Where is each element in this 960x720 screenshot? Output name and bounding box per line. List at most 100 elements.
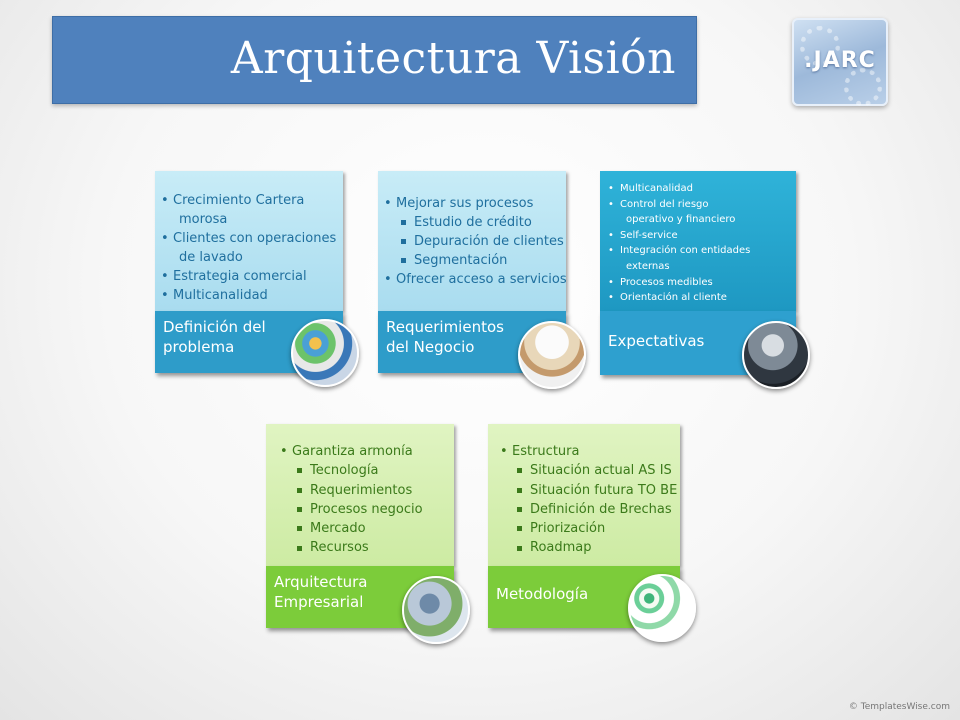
list-item-text: Requerimientos	[310, 482, 413, 498]
puzzle-image	[291, 319, 359, 387]
card-expectativas: • Multicanalidad • Control del riesgo operat…	[600, 171, 810, 389]
card-header-line: del Negocio	[386, 338, 475, 356]
list-item: externas	[608, 259, 750, 275]
bullet-icon: •	[161, 288, 169, 303]
list-item: de lavado	[161, 248, 336, 267]
list-item-text: Estudio de crédito	[414, 215, 532, 230]
bullet-icon: •	[280, 444, 288, 459]
card-header-line: problema	[163, 338, 235, 356]
bullet-icon: •	[608, 198, 614, 210]
list-item: Tecnología	[280, 461, 423, 480]
list-item: morosa	[161, 210, 336, 229]
gear-icon	[800, 26, 840, 66]
list-item: • Control del riesgo	[608, 197, 750, 213]
card-header-line: Definición del	[163, 318, 266, 336]
list-item-text: Estrategia comercial	[173, 269, 307, 284]
list-item-text: Mejorar sus procesos	[396, 196, 534, 211]
bullet-icon: •	[384, 272, 392, 287]
list-item-text: Integración con entidades	[620, 245, 751, 257]
list-item: • Self-service	[608, 228, 750, 244]
list-item: Segmentación	[384, 251, 567, 270]
title-bar: Arquitectura Visión	[52, 16, 697, 104]
list-item-text: Tecnología	[310, 463, 379, 479]
list-item-text: Recursos	[310, 540, 369, 556]
architecture-image	[402, 576, 470, 644]
card-header-line: Arquitectura	[274, 573, 368, 591]
list-item: Requerimientos	[280, 481, 423, 500]
card-content: • Multicanalidad • Control del riesgo operat…	[600, 171, 796, 311]
list-item-text: de lavado	[179, 250, 243, 265]
gear-icon	[844, 68, 882, 106]
logo-text: .JARC	[804, 48, 876, 73]
square-bullet-icon	[297, 526, 302, 532]
list-item-text: Multicanalidad	[620, 183, 693, 194]
list-item: Priorización	[500, 519, 677, 538]
contemplation-image	[742, 321, 810, 389]
list-item: Depuración de clientes	[384, 232, 567, 251]
list-item: Situación futura TO BE	[500, 481, 677, 500]
list-item-text: Orientación al cliente	[620, 292, 727, 304]
list-item-text: Situación actual AS IS	[530, 463, 672, 479]
list-item-text: Estructura	[512, 444, 580, 459]
jarc-logo: .JARC	[792, 18, 888, 106]
list-item-text: Roadmap	[530, 540, 592, 556]
list-item: Situación actual AS IS	[500, 461, 677, 480]
list-item: • Ofrecer acceso a servicios	[384, 270, 567, 289]
list-item: Definición de Brechas	[500, 500, 677, 519]
bullet-icon: •	[608, 292, 614, 304]
list-item-text: Multicanalidad	[173, 288, 268, 303]
raised-hands-image	[518, 321, 586, 389]
list-item: •Integración con entidades	[608, 243, 750, 259]
list-item-text: Priorización	[530, 521, 606, 537]
bullet-icon: •	[500, 444, 508, 459]
bullet-icon: •	[161, 269, 169, 284]
list-item-text: Segmentación	[414, 253, 508, 268]
list-item-text: Procesos medibles	[620, 276, 713, 288]
list-item: • Estructura	[500, 442, 677, 461]
square-bullet-icon	[297, 507, 302, 513]
list-item: • Estrategia comercial	[161, 267, 336, 286]
bullet-icon: •	[608, 229, 614, 241]
list-item: operativo y financiero	[608, 212, 750, 228]
list-item-text: externas	[626, 260, 670, 272]
list-item-text: Self-service	[620, 229, 678, 241]
list-item: •Mejorar sus procesos	[384, 194, 567, 213]
list-item: •Clientes con operaciones	[161, 229, 336, 248]
list-item-text: Control del riesgo	[620, 198, 709, 210]
list-item-text: Ofrecer acceso a servicios	[396, 272, 567, 287]
list-item-text: operativo y financiero	[626, 214, 736, 226]
list-item-text: Procesos negocio	[310, 501, 423, 517]
bullet-icon: •	[161, 193, 169, 208]
card-header-line: Metodología	[496, 585, 589, 603]
card-header-line: Empresarial	[274, 593, 364, 611]
square-bullet-icon	[517, 545, 522, 551]
square-bullet-icon	[517, 507, 522, 513]
page-title: Arquitectura Visión	[230, 33, 676, 84]
footer-copyright: © TemplatesWise.com	[848, 702, 950, 712]
card-header-line: Requerimientos	[386, 318, 504, 336]
card-header-line: Expectativas	[608, 332, 705, 350]
list-item: Procesos negocio	[280, 500, 423, 519]
list-item-text: Situación futura TO BE	[530, 482, 678, 498]
list-item-text: Crecimiento Cartera	[173, 193, 305, 208]
square-bullet-icon	[517, 526, 522, 532]
list-item-text: Depuración de clientes	[414, 234, 564, 249]
list-item: • Multicanalidad	[161, 286, 336, 305]
square-bullet-icon	[517, 487, 522, 493]
square-bullet-icon	[401, 220, 406, 226]
list-item: Mercado	[280, 519, 423, 538]
list-item-text: Clientes con operaciones	[173, 231, 337, 246]
bullet-icon: •	[608, 183, 614, 194]
